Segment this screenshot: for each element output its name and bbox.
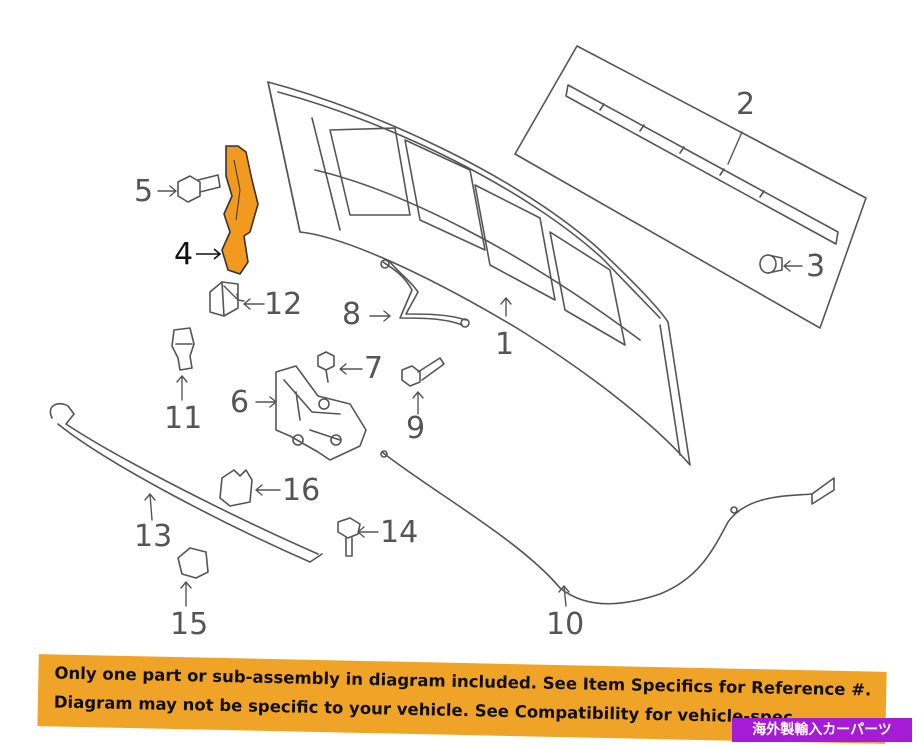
callout-6: 6 <box>230 385 250 420</box>
stop-11-part <box>171 327 195 371</box>
bolt-5-part <box>177 174 221 203</box>
callout-5: 5 <box>134 174 154 209</box>
callout-8: 8 <box>342 297 362 332</box>
callout-14: 14 <box>380 515 419 550</box>
disclaimer-line-2: Diagram may not be specific to your vehi… <box>53 692 793 727</box>
callout-11: 11 <box>164 401 203 436</box>
rod-8-part <box>380 259 470 328</box>
import-parts-badge: 海外製輸入カーパーツ <box>732 718 912 742</box>
callout-3: 3 <box>806 249 826 284</box>
clip-3-part <box>759 254 783 274</box>
bumper-12-part <box>209 281 239 317</box>
callout-15: 15 <box>170 607 209 642</box>
bolt-14-part <box>337 517 361 557</box>
callout-12: 12 <box>264 287 303 322</box>
clip-16-part <box>219 469 253 507</box>
bolt-9-part <box>401 357 445 387</box>
cable-10-part <box>380 450 835 605</box>
bolt-7-part <box>317 351 335 383</box>
callout-9: 9 <box>406 411 426 446</box>
callout-7: 7 <box>364 351 384 386</box>
weatherstrip-part <box>514 45 867 329</box>
callout-10: 10 <box>546 607 585 642</box>
callout-16: 16 <box>282 473 321 508</box>
callout-13: 13 <box>134 519 173 554</box>
prop-rod-13-part <box>49 402 323 563</box>
parts-diagram <box>49 45 867 607</box>
hood-panel-part <box>267 81 691 466</box>
callout-1: 1 <box>495 327 515 362</box>
clip-15-part <box>177 547 209 579</box>
callout-4: 4 <box>174 237 194 272</box>
leader-lines <box>144 131 803 607</box>
callout-2: 2 <box>736 87 756 122</box>
deflector-4-highlighted-part <box>196 145 259 275</box>
latch-6-part <box>275 365 367 461</box>
